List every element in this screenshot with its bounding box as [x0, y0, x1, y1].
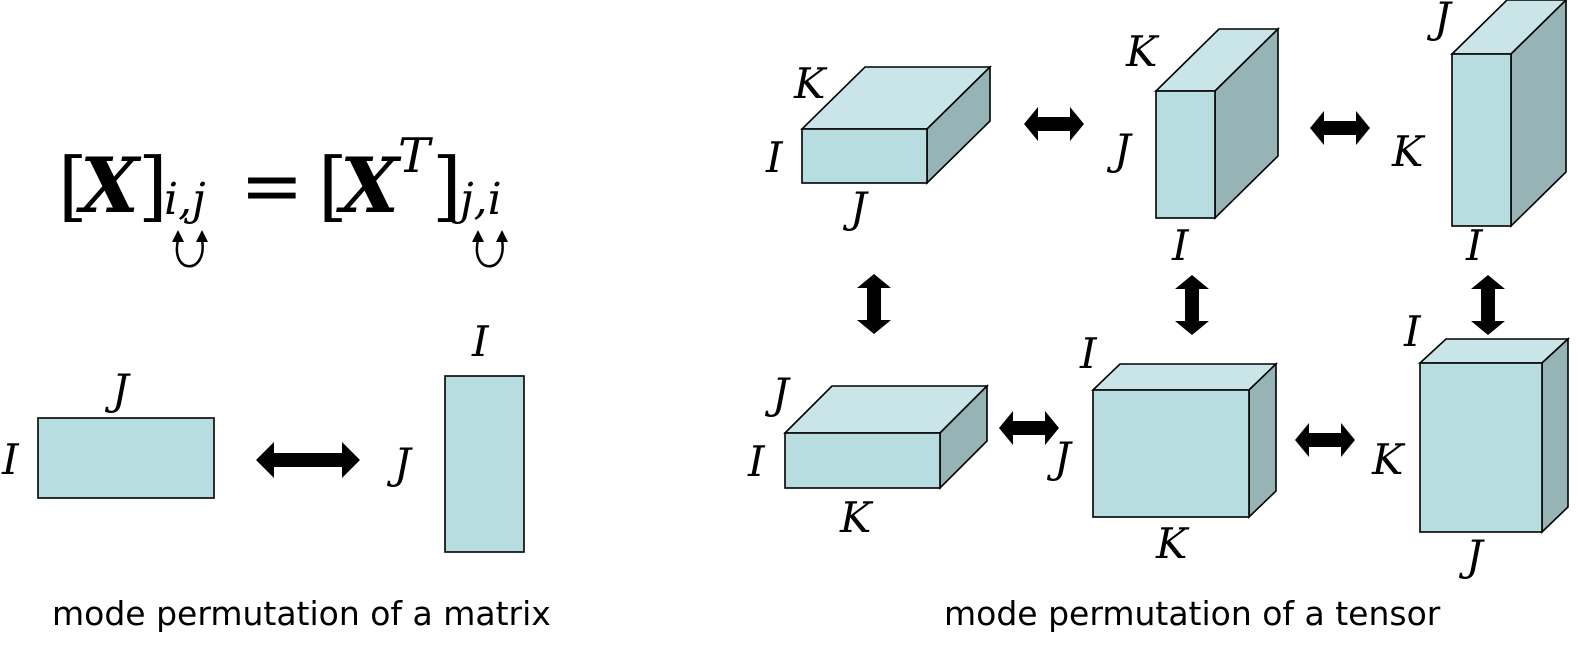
tensor-1-side-label: I	[765, 133, 784, 182]
tensor-5-depth-label: I	[1079, 329, 1098, 378]
matrix-IxJ-side-label: I	[1, 435, 20, 484]
matrix-IxJ: J I	[1, 365, 215, 499]
tensor-6-bottom-label: J	[1458, 531, 1485, 580]
tensor-2: K J I	[1106, 27, 1280, 270]
rhs-close-bracket: ]	[432, 141, 462, 230]
matrix-JxI-top-label: I	[471, 317, 490, 366]
lhs-open-bracket: [	[58, 141, 88, 230]
arrow-t2-t5	[1175, 275, 1209, 335]
swap-hook-rhs	[472, 230, 508, 268]
lhs-close-bracket: ]	[138, 141, 168, 230]
tensor-2-depth-label: K	[1125, 27, 1160, 76]
tensor-5-bottom-label: K	[1155, 519, 1190, 568]
tensor-3: J K I	[1391, 0, 1568, 270]
matrix-caption: mode permutation of a matrix	[52, 594, 551, 633]
arrow-t4-t5	[999, 411, 1059, 445]
arrow-t5-t6	[1295, 423, 1355, 457]
arrow-t3-t6	[1471, 275, 1505, 335]
tensor-6-depth-label: I	[1403, 307, 1422, 356]
tensor-5: I J K	[1046, 329, 1278, 568]
tensor-5-side-label: J	[1046, 433, 1073, 482]
tensor-1-depth-label: K	[793, 59, 828, 108]
matrix-JxI-side-label: J	[386, 439, 413, 488]
tensor-4-bottom-label: K	[839, 493, 874, 542]
tensor-2-side-label: J	[1106, 125, 1133, 174]
matrix-JxI: I J	[386, 317, 525, 553]
tensor-caption: mode permutation of a tensor	[944, 594, 1441, 633]
tensor-3-side-label: K	[1391, 127, 1426, 176]
rhs-open-bracket: [	[318, 141, 348, 230]
matrix-equation: [ X ] i,j = [ X T ] j,i	[58, 128, 502, 230]
arrow-t1-t4	[857, 274, 891, 334]
tensor-4-depth-label: J	[764, 369, 791, 418]
tensor-3-bottom-label: I	[1465, 221, 1484, 270]
rhs-superscript: T	[398, 128, 433, 184]
lhs-subscript: i,j	[164, 174, 206, 225]
arrow-t2-t3	[1310, 111, 1370, 145]
tensor-2-bottom-label: I	[1171, 221, 1190, 270]
tensor-4: J I K	[747, 369, 989, 542]
rhs-matrix-symbol: X	[336, 141, 402, 230]
lhs-matrix-symbol: X	[76, 141, 142, 230]
swap-hook-lhs	[172, 230, 208, 268]
matrix-IxJ-top-label: J	[104, 365, 131, 414]
tensor-6: I K J	[1371, 307, 1571, 580]
equals-sign: =	[240, 141, 304, 230]
tensor-4-side-label: I	[747, 437, 766, 486]
arrow-t1-t2	[1024, 107, 1084, 141]
tensor-1-bottom-label: J	[842, 183, 869, 232]
tensor-1: K I J	[765, 59, 992, 232]
matrix-transpose-arrow	[256, 442, 360, 478]
tensor-3-depth-label: J	[1426, 0, 1453, 42]
tensor-6-side-label: K	[1371, 435, 1406, 484]
rhs-subscript: j,i	[451, 174, 502, 225]
